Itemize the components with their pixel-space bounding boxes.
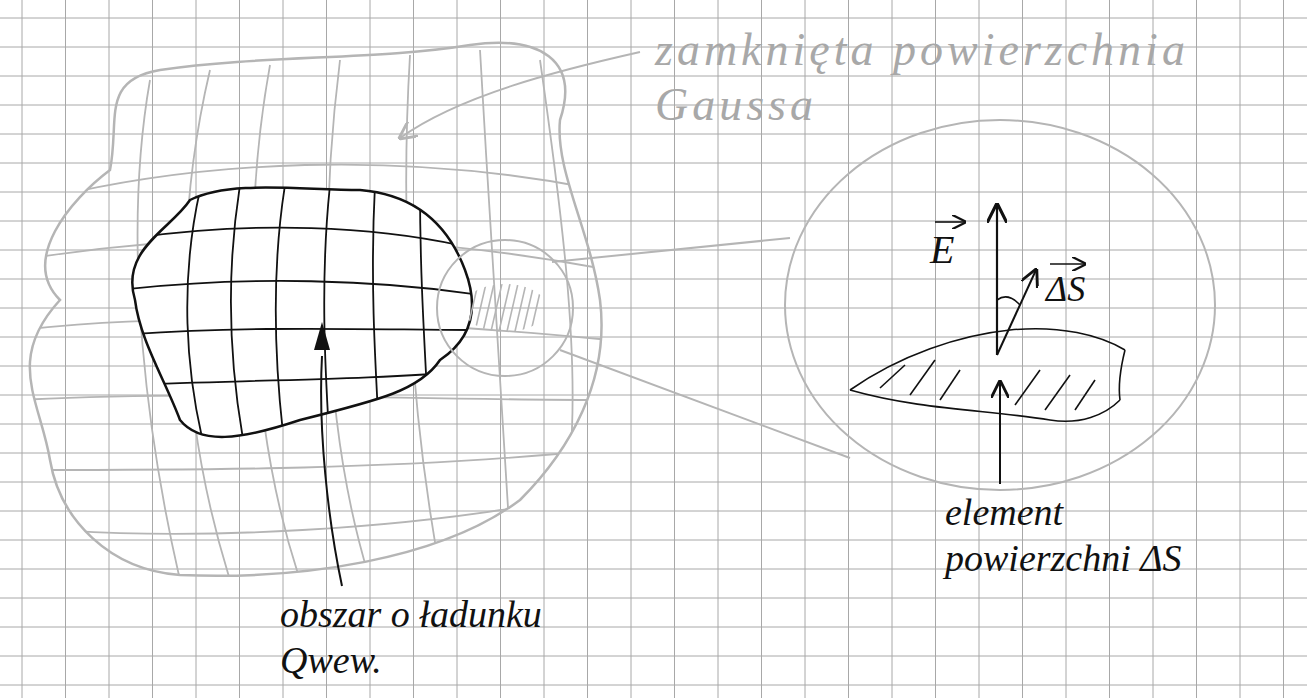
grid-line bbox=[0, 656, 1307, 657]
grid-line bbox=[0, 685, 1307, 686]
surface-element-hatch bbox=[465, 275, 544, 340]
grid-line bbox=[0, 105, 1307, 106]
vector-overbar bbox=[1050, 263, 1085, 265]
field-vector bbox=[996, 205, 998, 355]
grid-line bbox=[0, 511, 1307, 512]
leader-line bbox=[999, 382, 1001, 484]
grid-line bbox=[0, 134, 1307, 135]
element-caption: element powierzchni ΔS bbox=[945, 490, 1215, 581]
vector-overbar bbox=[935, 221, 965, 223]
grid-line bbox=[0, 627, 1307, 628]
surface-patch bbox=[850, 329, 1125, 422]
grid-line bbox=[0, 18, 1307, 19]
leader-line bbox=[321, 356, 342, 586]
leader-line bbox=[400, 52, 640, 138]
region-mesh bbox=[120, 185, 480, 450]
grid-line bbox=[0, 482, 1307, 483]
grid-line bbox=[0, 163, 1307, 164]
zoom-line bbox=[552, 238, 790, 262]
vector-label: ΔS bbox=[1046, 268, 1085, 311]
area-vector bbox=[997, 270, 1036, 355]
grid-line bbox=[0, 453, 1307, 454]
region-caption: obszar o ładunku Qwew. bbox=[280, 592, 640, 683]
zoom-circle-large bbox=[785, 120, 1215, 490]
vector-label: E bbox=[930, 226, 954, 274]
gauss-surface bbox=[30, 43, 602, 576]
angle-arc bbox=[997, 297, 1020, 305]
charged-region bbox=[132, 188, 472, 437]
charge-marker bbox=[314, 322, 330, 350]
surface-caption: zamknięta powierzchnia Gaussa bbox=[655, 22, 1275, 132]
surface-mesh bbox=[20, 50, 610, 580]
zoom-line bbox=[560, 350, 850, 458]
zoom-circle-small bbox=[437, 240, 573, 376]
grid-line bbox=[0, 598, 1307, 599]
grid-line bbox=[0, 76, 1307, 77]
grid-line bbox=[0, 192, 1307, 193]
